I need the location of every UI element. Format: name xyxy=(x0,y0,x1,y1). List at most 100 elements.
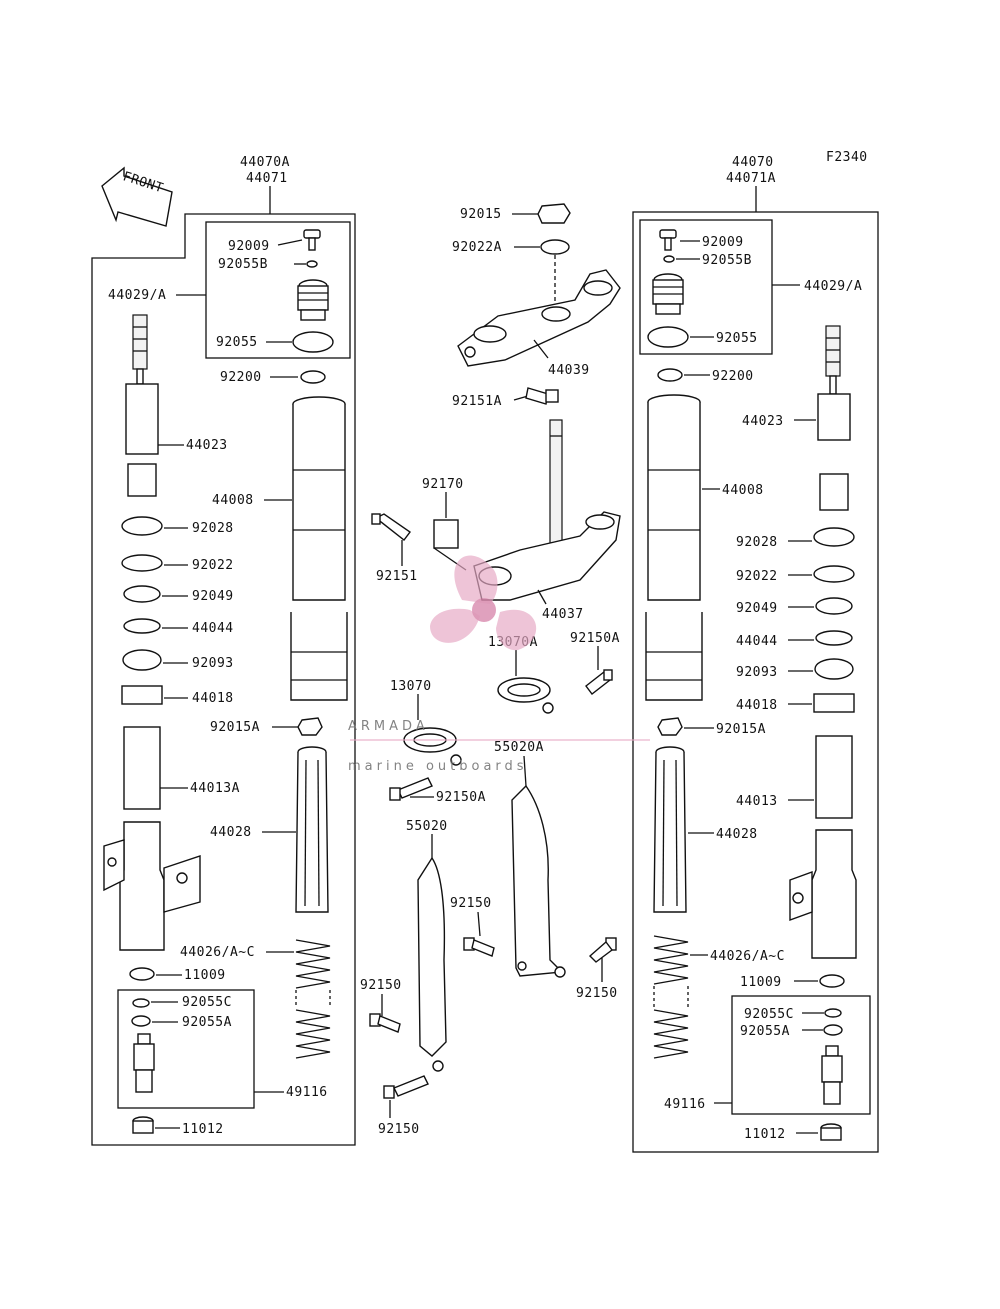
left-dust-seal-tube-icon xyxy=(295,746,329,913)
right-outline-frame xyxy=(632,211,879,1153)
left-92055-label: 92055 xyxy=(216,335,258,350)
steering-stem-icon xyxy=(473,419,621,601)
left-92093-label: 92093 xyxy=(192,656,234,671)
center-92022A-label: 92022A xyxy=(452,240,502,255)
left-49116-label: 49116 xyxy=(286,1085,328,1100)
left-inner-tube-icon xyxy=(103,726,201,951)
right-44044-label: 44044 xyxy=(736,634,778,649)
center-92150-left-label: 92150 xyxy=(360,978,402,993)
left-44026-label: 44026/A~C xyxy=(180,945,255,960)
front-arrow-icon: FRONT xyxy=(101,166,173,227)
fork-guard-right-icon xyxy=(511,784,566,978)
bolt-icon xyxy=(389,777,433,801)
left-outer-tube-icon xyxy=(290,396,348,701)
left-header-1: 44070A xyxy=(240,155,290,170)
left-92022-part xyxy=(121,554,163,572)
valve-icon xyxy=(133,1033,155,1093)
right-spring-icon xyxy=(653,935,689,1059)
bolt-icon xyxy=(383,1075,429,1099)
center-92150-bottom-label: 92150 xyxy=(378,1122,420,1137)
left-header-2: 44071 xyxy=(246,171,288,186)
watermark-brand: ARMADA xyxy=(348,719,429,734)
bolt-icon xyxy=(463,937,495,957)
right-44023-label: 44023 xyxy=(742,414,784,429)
center-55020-label: 55020 xyxy=(406,819,448,834)
left-92055A-label: 92055A xyxy=(182,1015,232,1030)
left-44044-part xyxy=(123,618,161,634)
right-92022-part xyxy=(813,565,855,583)
bolt-icon xyxy=(525,387,559,405)
left-92200-label: 92200 xyxy=(220,370,262,385)
figure-code: F2340 xyxy=(826,150,868,165)
watermark-tagline: marine outboards xyxy=(348,759,528,774)
left-cap-box xyxy=(205,221,351,359)
right-92009-label: 92009 xyxy=(702,235,744,250)
center-92015-label: 92015 xyxy=(460,207,502,222)
left-fork-assembly: 44070A 44071 92009 92055B 92055 44029/A … xyxy=(91,155,356,1146)
right-outer-tube-icon xyxy=(645,394,703,701)
o-ring-icon xyxy=(292,331,334,353)
right-44023-part xyxy=(817,393,851,511)
right-header-1: 44070 xyxy=(732,155,774,170)
right-44029-label: 44029/A xyxy=(804,279,862,294)
armada-watermark: ARMADA marine outboards xyxy=(348,555,650,774)
bolt-icon xyxy=(371,513,411,541)
left-92015A-label: 92015A xyxy=(210,720,260,735)
left-44044-label: 44044 xyxy=(192,621,234,636)
left-92093-part xyxy=(122,649,162,671)
bolt-icon xyxy=(585,669,613,695)
right-44013-label: 44013 xyxy=(736,794,778,809)
right-92022-label: 92022 xyxy=(736,569,778,584)
right-92200-label: 92200 xyxy=(712,369,754,384)
right-92049-label: 92049 xyxy=(736,601,778,616)
bolt-icon xyxy=(303,229,321,251)
fork-cap-icon xyxy=(297,279,329,321)
left-44013A-label: 44013A xyxy=(190,781,240,796)
o-ring-icon xyxy=(647,326,689,348)
left-11012-label: 11012 xyxy=(182,1122,224,1137)
nut-icon xyxy=(537,203,571,224)
propeller-logo-icon xyxy=(430,555,537,651)
left-lower-box xyxy=(117,989,255,1109)
center-92150A-bottom-label: 92150A xyxy=(436,790,486,805)
left-44028-label: 44028 xyxy=(210,825,252,840)
nut-icon xyxy=(297,717,323,736)
axle-clamp-icon xyxy=(497,677,554,714)
o-ring-icon xyxy=(131,1015,151,1027)
left-44029-label: 44029/A xyxy=(108,288,166,303)
o-ring-icon xyxy=(132,998,150,1008)
left-44023-part xyxy=(125,383,159,497)
right-92028-label: 92028 xyxy=(736,535,778,550)
washer-icon xyxy=(540,239,570,255)
right-92049-part xyxy=(815,597,853,615)
fork-cap-icon xyxy=(652,273,684,315)
center-steering-assembly: 92015 92022A 44039 92151A 92170 92 xyxy=(360,203,621,1137)
bolt-icon xyxy=(588,937,617,963)
center-44039-label: 44039 xyxy=(548,363,590,378)
left-outline-frame xyxy=(91,213,356,1146)
right-92055A-label: 92055A xyxy=(740,1024,790,1039)
center-92150A-top-label: 92150A xyxy=(570,631,620,646)
left-11009-part xyxy=(129,967,155,981)
right-11012-label: 11012 xyxy=(744,1127,786,1142)
right-lower-box xyxy=(731,995,871,1115)
right-92093-part xyxy=(814,658,854,680)
left-92055C-label: 92055C xyxy=(182,995,232,1010)
center-92170-label: 92170 xyxy=(422,477,464,492)
center-92150-mid-label: 92150 xyxy=(450,896,492,911)
right-header-2: 44071A xyxy=(726,171,776,186)
left-11012-part xyxy=(132,1116,154,1134)
right-92055B-label: 92055B xyxy=(702,253,752,268)
left-44018-label: 44018 xyxy=(192,691,234,706)
right-44018-part xyxy=(813,693,855,713)
left-92049-part xyxy=(123,585,161,603)
center-55020A-label: 55020A xyxy=(494,740,544,755)
upper-triple-clamp-icon xyxy=(457,269,621,367)
right-11012-part xyxy=(820,1123,842,1141)
right-cap-box xyxy=(639,219,773,355)
o-ring-icon xyxy=(663,255,675,263)
left-44018-part xyxy=(121,685,163,705)
right-92055C-label: 92055C xyxy=(744,1007,794,1022)
cable-clamp-icon xyxy=(433,519,467,571)
